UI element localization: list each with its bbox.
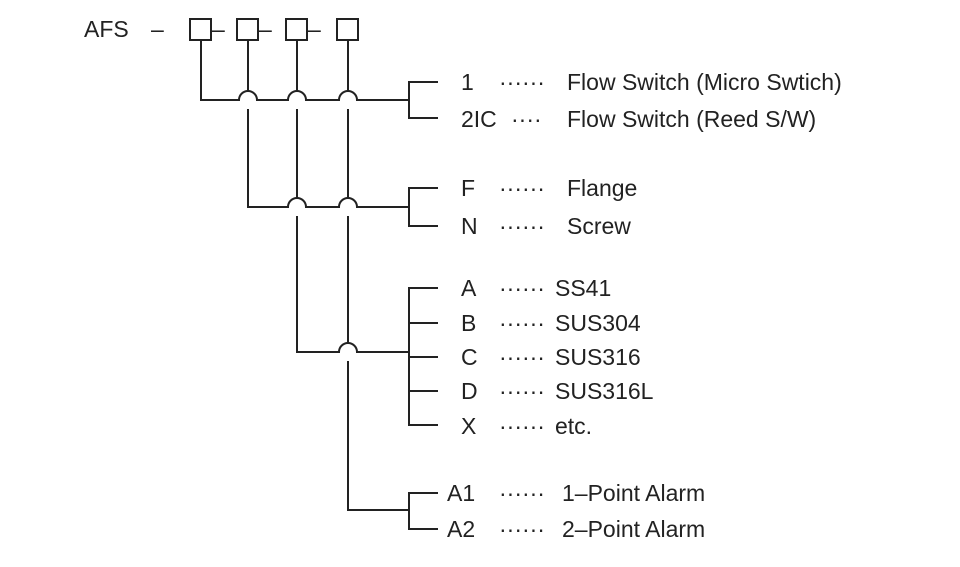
option-desc: SUS316L	[555, 378, 654, 404]
option-code: 1	[461, 69, 474, 95]
option-leader: ······	[499, 275, 545, 301]
option-desc: SUS316	[555, 344, 641, 370]
option-leader: ······	[499, 213, 545, 239]
connector-group-1	[200, 40, 409, 101]
bracket-group-4	[408, 492, 438, 530]
option-group-2: F ······ Flange N ······ Screw	[461, 175, 637, 239]
prefix-dash: –	[151, 16, 164, 42]
option-code: B	[461, 310, 476, 336]
option-leader: ······	[499, 310, 545, 336]
code-box-3	[285, 18, 308, 41]
connector-lines	[200, 40, 438, 530]
option-desc: Screw	[567, 213, 631, 239]
model-prefix: AFS	[84, 16, 129, 42]
option-leader: ······	[499, 413, 545, 439]
connector-group-3	[296, 40, 409, 353]
option-leader: ······	[499, 378, 545, 404]
connector-group-2	[247, 40, 409, 208]
option-desc: etc.	[555, 413, 592, 439]
option-code: N	[461, 213, 478, 239]
option-code: A1	[447, 480, 475, 506]
code-box-1	[189, 18, 212, 41]
option-desc: SUS304	[555, 310, 641, 336]
box-dash-1: –	[212, 16, 225, 42]
option-code: 2IC	[461, 106, 497, 132]
option-leader: ······	[499, 69, 545, 95]
box-dash-2: –	[259, 16, 272, 42]
option-desc: Flange	[567, 175, 637, 201]
box-dash-3: –	[308, 16, 321, 42]
option-code: F	[461, 175, 475, 201]
option-desc: 1–Point Alarm	[562, 480, 705, 506]
option-code: A	[461, 275, 477, 301]
option-code: A2	[447, 516, 475, 542]
code-box-4	[336, 18, 359, 41]
option-desc: Flow Switch (Reed S/W)	[567, 106, 816, 132]
option-group-3: A ······ SS41 B ······ SUS304 C ······ S…	[461, 275, 654, 439]
code-box-2	[236, 18, 259, 41]
option-leader: ······	[499, 175, 545, 201]
option-leader: ······	[499, 344, 545, 370]
option-leader: ····	[511, 106, 542, 132]
option-group-4: A1 ······ 1–Point Alarm A2 ······ 2–Poin…	[447, 480, 705, 542]
option-group-1: 1 ······ Flow Switch (Micro Swtich) 2IC …	[461, 69, 842, 132]
option-code: C	[461, 344, 478, 370]
option-desc: SS41	[555, 275, 611, 301]
option-desc: 2–Point Alarm	[562, 516, 705, 542]
option-code: D	[461, 378, 478, 404]
bracket-group-2	[408, 187, 438, 227]
option-desc: Flow Switch (Micro Swtich)	[567, 69, 842, 95]
bracket-group-3	[408, 287, 438, 426]
bracket-group-1	[408, 81, 438, 119]
option-leader: ······	[499, 516, 545, 542]
option-leader: ······	[499, 480, 545, 506]
connector-group-4	[347, 40, 409, 511]
option-code: X	[461, 413, 476, 439]
